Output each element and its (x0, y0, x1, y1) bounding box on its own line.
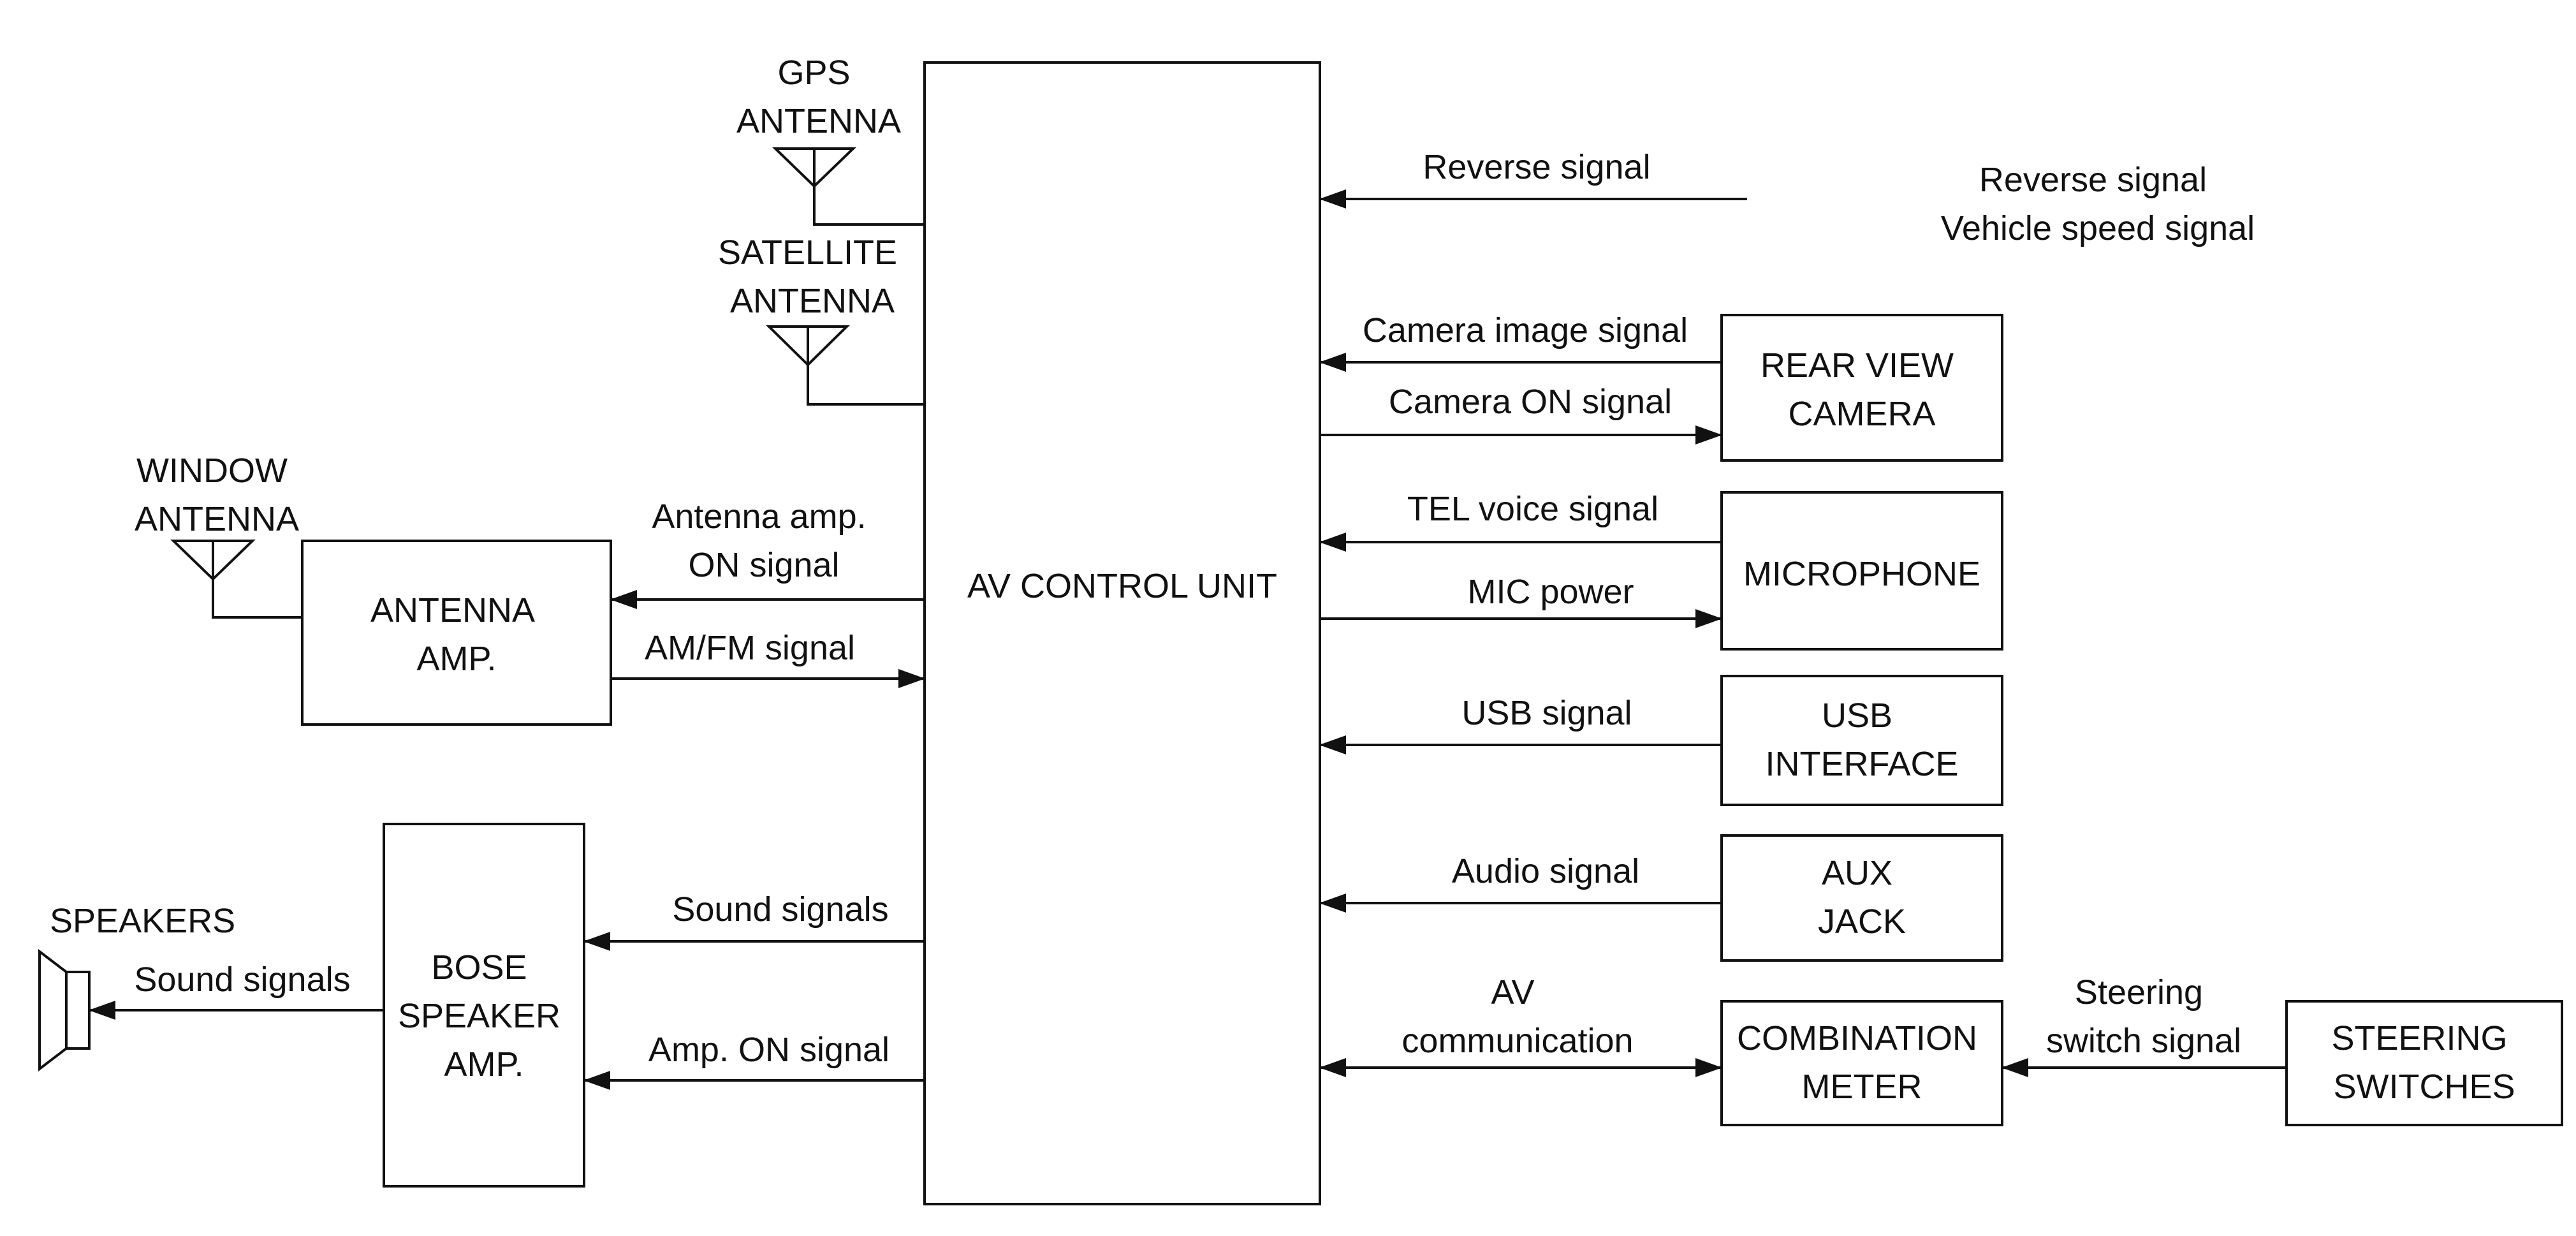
rear-view-camera-label: REAR VIEW CAMERA (1760, 346, 1963, 433)
bose-speaker-amp-label: BOSE SPEAKER AMP. (398, 948, 570, 1084)
av-control-unit-block (923, 61, 1321, 1205)
aux-jack-block (1720, 834, 2003, 962)
microphone-label: MICROPHONE (1743, 555, 1980, 593)
camera-on-signal-label: Camera ON signal (1389, 383, 1672, 421)
steering-switches-block (2285, 1000, 2563, 1126)
window-antenna-icon (170, 540, 302, 619)
combination-meter-label: COMBINATION METER (1737, 1019, 1987, 1106)
am-fm-signal-label: AM/FM signal (645, 629, 855, 667)
microphone-block (1720, 491, 2003, 651)
usb-signal-label: USB signal (1461, 694, 1632, 732)
antenna-amp-on-signal-label: Antenna amp. ON signal (652, 497, 875, 584)
steering-switch-signal-label: Steering switch signal (2046, 973, 2241, 1060)
sound-signals-to-amp-label: Sound signals (672, 890, 888, 929)
aux-jack-label: AUX JACK (1818, 854, 1906, 941)
mic-power-label: MIC power (1467, 573, 1634, 611)
usb-interface-block (1720, 675, 2003, 806)
amp-on-signal-label: Amp. ON signal (648, 1031, 889, 1069)
camera-image-signal-label: Camera image signal (1363, 311, 1688, 349)
bose-speaker-amp-block (383, 823, 585, 1188)
usb-interface-label: USB INTERFACE (1765, 696, 1958, 783)
gps-antenna-label: GPS ANTENNA (736, 54, 901, 140)
speaker-icon (38, 948, 91, 1072)
reverse-source-label: Reverse signal Vehicle speed signal (1941, 161, 2255, 247)
av-communication-label: AV communication (1401, 973, 1633, 1060)
gps-antenna-icon (772, 147, 925, 226)
rear-view-camera-block (1720, 314, 2003, 462)
audio-signal-label: Audio signal (1452, 852, 1639, 890)
tel-voice-signal-label: TEL voice signal (1407, 490, 1658, 528)
window-antenna-label: WINDOW ANTENNA (135, 452, 299, 538)
antenna-amp-label: ANTENNA AMP. (370, 591, 543, 678)
speakers-label: SPEAKERS (50, 902, 235, 940)
antenna-amp-block (301, 540, 612, 726)
satellite-antenna-label: SATELLITE ANTENNA (718, 233, 907, 320)
sound-signals-to-speakers-label: Sound signals (134, 960, 350, 999)
av-control-unit-label: AV CONTROL UNIT (967, 567, 1277, 605)
satellite-antenna-icon (766, 325, 925, 406)
steering-switches-label: STEERING SWITCHES (2331, 1019, 2517, 1106)
reverse-signal-label: Reverse signal (1423, 148, 1650, 186)
